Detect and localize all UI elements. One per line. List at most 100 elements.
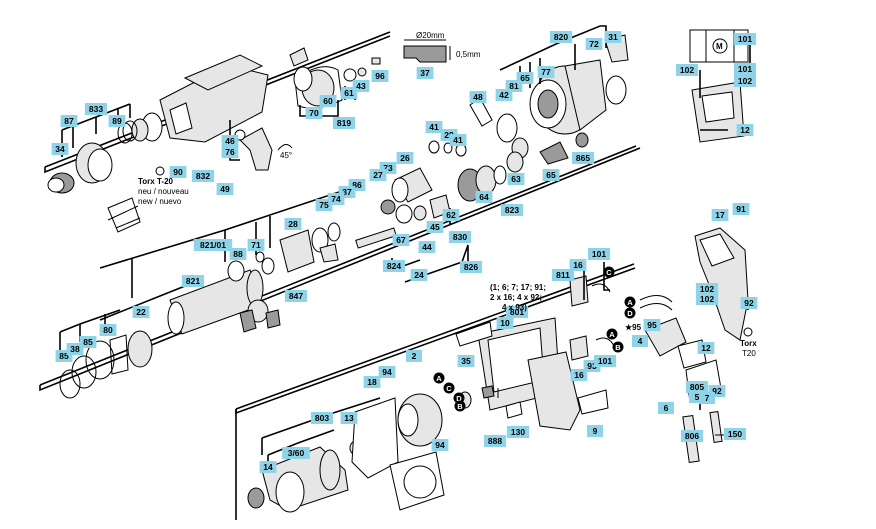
callout-box (537, 66, 555, 78)
callout-box (371, 70, 389, 82)
letter-marker-label: B (615, 343, 621, 352)
callout-box (418, 241, 436, 253)
callout-box (448, 231, 472, 243)
letter-marker (624, 296, 636, 308)
callout-box (483, 435, 507, 447)
letter-marker-label: D (627, 309, 633, 318)
callout-label: 3/60 (288, 448, 305, 458)
callout-label: 37 (420, 68, 430, 78)
callout-label: 865 (576, 153, 590, 163)
callout-label: 847 (289, 291, 303, 301)
torx-right-text: Torx (740, 339, 757, 348)
letter-marker-label: D (456, 394, 462, 403)
leader-lines (59, 25, 751, 470)
callout-label: 64 (479, 192, 489, 202)
callout-label: 38 (70, 344, 80, 354)
torx-left-line3-text: new / nuevo (138, 197, 182, 206)
callout-box (632, 335, 648, 347)
callout-label: 811 (556, 270, 570, 280)
callout-box (191, 170, 215, 182)
callout-label: 102 (700, 284, 714, 294)
callout-label: 35 (461, 356, 471, 366)
letter-marker-label: C (606, 268, 612, 277)
callout-box (181, 275, 205, 287)
callout-label: 18 (367, 377, 377, 387)
callout-box (305, 107, 323, 119)
callout-box (587, 248, 611, 260)
callout-label: 60 (323, 96, 333, 106)
callout-label: 72 (589, 39, 599, 49)
callout-box (382, 260, 406, 272)
callout-box (410, 269, 428, 281)
torx-screw-icon-right (743, 327, 753, 337)
callout-box (643, 319, 661, 331)
callout-box (733, 75, 757, 87)
callout-box (132, 306, 150, 318)
callout-label: 29 (444, 130, 454, 140)
letter-marker-label: C (446, 384, 452, 393)
dimension-05mm-text: 0,5mm (456, 50, 481, 59)
callout-label: 101 (598, 356, 612, 366)
callout-box (732, 203, 750, 215)
callout-box (392, 234, 410, 246)
callout-label: 150 (728, 429, 742, 439)
torx-right-line2-text: T20 (742, 349, 756, 358)
callout-box (406, 350, 422, 362)
callout-label: 820 (554, 32, 568, 42)
callout-label: 73 (383, 163, 393, 173)
callout-label: 10 (500, 318, 510, 328)
letter-marker (606, 328, 618, 340)
letter-marker-label: A (609, 330, 615, 339)
callout-box (459, 261, 483, 273)
callout-box (66, 343, 84, 355)
callout-label: 94 (435, 440, 445, 450)
callout-label: 75 (319, 200, 329, 210)
callout-label: 26 (400, 153, 410, 163)
letter-marker (603, 266, 615, 278)
callout-box (247, 239, 265, 251)
callout-box (542, 169, 560, 181)
callout-label: 821 (186, 276, 200, 286)
callout-label: 833 (89, 104, 103, 114)
callout-label: 824 (387, 261, 401, 271)
callout-box (733, 33, 757, 45)
callout-label: 86 (352, 180, 362, 190)
letter-marker-label: A (436, 374, 442, 383)
callout-label: 85 (83, 337, 93, 347)
callout-box (332, 117, 356, 129)
callout-label: 45 (430, 222, 440, 232)
callout-box (675, 64, 699, 76)
callout-box (723, 428, 747, 440)
callout-label: 91 (736, 204, 746, 214)
callout-box (229, 248, 247, 260)
callout-box (449, 134, 467, 146)
callout-box (549, 31, 573, 43)
dimension-20mm-text: Ø20mm (416, 31, 445, 40)
callout-label: 805 (690, 382, 704, 392)
callout-label: 16 (573, 260, 583, 270)
callout-box (216, 183, 234, 195)
letter-marker-label: A (627, 298, 633, 307)
torx-screw-icon-left (155, 166, 165, 176)
hammer-housing-group (47, 47, 381, 233)
callout-label: 102 (738, 76, 752, 86)
callout-label: 102 (700, 294, 714, 304)
callout-box (282, 447, 310, 459)
callout-label: 71 (251, 240, 261, 250)
callout-box (587, 425, 603, 437)
callout-box (604, 31, 622, 43)
callout-box (284, 218, 302, 230)
callout-box (431, 439, 449, 451)
callout-label: 62 (446, 210, 456, 220)
star-95-text: ★95 (625, 323, 642, 332)
callout-box (551, 269, 575, 281)
callout-box (79, 336, 97, 348)
callout-label: 821/01 (200, 240, 226, 250)
callout-box (378, 366, 396, 378)
callout-box (315, 199, 333, 211)
callout-box (516, 72, 534, 84)
callout-label: 888 (488, 436, 502, 446)
callout-box (51, 143, 69, 155)
callout-label: 41 (453, 135, 463, 145)
